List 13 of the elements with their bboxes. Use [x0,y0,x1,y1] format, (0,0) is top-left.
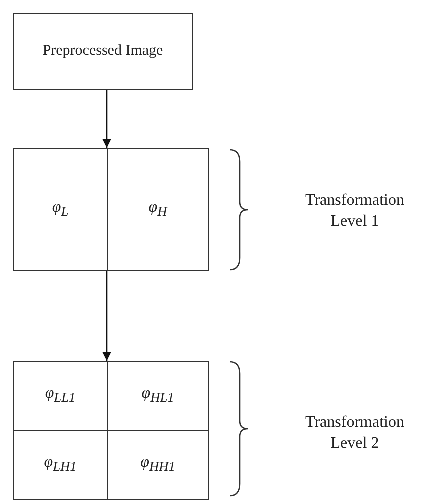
coefficient-cell: φ$_{HH1}$ [108,431,208,499]
coefficient-cell: φ$_{LL1}$ [14,362,108,431]
level-label: Transformation Level 2 [304,413,406,454]
level-label: Transformation Level 1 [304,191,406,232]
coefficient-cell: φ$_{LH1}$ [14,431,108,499]
coefficient-cell: φ$_{H}$ [108,149,208,270]
process-box: Preprocessed Image [13,13,193,90]
transform-box [13,148,209,271]
coefficient-cell: φ$_{L}$ [14,149,108,270]
arrow [102,90,112,148]
coefficient-cell: φ$_{HL1}$ [108,362,208,431]
transform-box [13,361,209,500]
arrow [102,271,112,361]
